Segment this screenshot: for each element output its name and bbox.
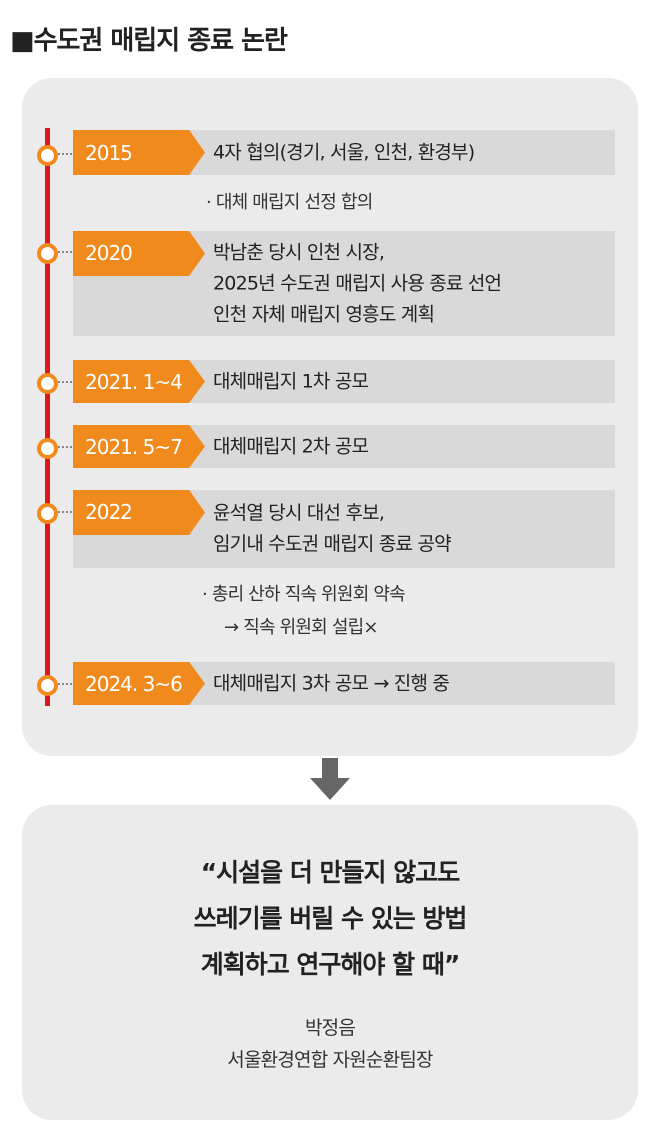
year-label: 2020 bbox=[85, 241, 133, 265]
timeline-item-2015: 2015 4자 협의(경기, 서울, 인천, 환경부) bbox=[73, 130, 615, 175]
event-line: 2025년 수도권 매립지 사용 종료 선언 bbox=[213, 272, 502, 294]
event-text: 윤석열 당시 대선 후보, 임기내 수도권 매립지 종료 공약 bbox=[213, 498, 452, 560]
event-line: 대체매립지 3차 공모 → 진행 중 bbox=[213, 672, 450, 694]
year-tag: 2020 bbox=[73, 231, 205, 276]
page-title: ■수도권 매립지 종료 논란 bbox=[10, 26, 288, 56]
year-label: 2015 bbox=[85, 140, 133, 165]
timeline-dot bbox=[37, 145, 58, 166]
year-tag: 2021. 5~7 bbox=[73, 425, 205, 468]
quote-panel bbox=[22, 805, 638, 1120]
timeline-dot bbox=[37, 373, 58, 394]
event-line: 대체매립지 2차 공모 bbox=[213, 435, 369, 457]
speaker-name: 박정음 bbox=[304, 1017, 356, 1039]
event-text: 박남춘 당시 인천 시장, 2025년 수도권 매립지 사용 종료 선언 인천 … bbox=[213, 237, 502, 330]
year-label: 2024. 3~6 bbox=[85, 671, 183, 696]
event-line: 박남춘 당시 인천 시장, bbox=[213, 241, 385, 263]
year-label: 2021. 5~7 bbox=[85, 434, 183, 459]
timeline-item-2021-5: 2021. 5~7 대체매립지 2차 공모 bbox=[73, 425, 615, 468]
timeline-dot bbox=[37, 503, 58, 524]
event-note: · 총리 산하 직속 위원회 약속 bbox=[202, 584, 406, 605]
dotted-connector bbox=[58, 683, 72, 685]
event-line: 인천 자체 매립지 영흥도 계획 bbox=[213, 303, 435, 325]
quote-line: “시설을 더 만들지 않고도 bbox=[200, 858, 461, 887]
timeline-dot bbox=[37, 438, 58, 459]
timeline-item-2022: 2022 윤석열 당시 대선 후보, 임기내 수도권 매립지 종료 공약 bbox=[73, 490, 615, 568]
year-tag: 2022 bbox=[73, 490, 205, 535]
year-tag: 2015 bbox=[73, 130, 205, 175]
timeline-item-2024: 2024. 3~6 대체매립지 3차 공모 → 진행 중 bbox=[73, 662, 615, 705]
event-text: 대체매립지 1차 공모 bbox=[213, 366, 369, 397]
speaker-role: 서울환경연합 자원순환팀장 bbox=[227, 1049, 433, 1071]
year-label: 2022 bbox=[85, 500, 133, 524]
quote-line: 계획하고 연구해야 할 때” bbox=[200, 950, 461, 979]
dotted-connector bbox=[58, 381, 72, 383]
dotted-connector bbox=[58, 153, 72, 155]
timeline-dot bbox=[37, 243, 58, 264]
arrow-down-icon bbox=[310, 758, 350, 800]
event-text: 4자 협의(경기, 서울, 인천, 환경부) bbox=[213, 137, 475, 168]
dotted-connector bbox=[58, 446, 72, 448]
event-note: → 직속 위원회 설립× bbox=[224, 617, 378, 638]
timeline-line bbox=[45, 128, 50, 706]
event-line: 임기내 수도권 매립지 종료 공약 bbox=[213, 533, 452, 555]
timeline-panel bbox=[22, 78, 638, 756]
event-line: 4자 협의(경기, 서울, 인천, 환경부) bbox=[213, 141, 475, 163]
quote-line: 쓰레기를 버릴 수 있는 방법 bbox=[193, 904, 468, 933]
event-text: 대체매립지 2차 공모 bbox=[213, 431, 369, 462]
event-text: 대체매립지 3차 공모 → 진행 중 bbox=[213, 668, 450, 699]
event-note: · 대체 매립지 선정 합의 bbox=[206, 192, 373, 213]
event-line: 윤석열 당시 대선 후보, bbox=[213, 502, 385, 524]
timeline-item-2020: 2020 박남춘 당시 인천 시장, 2025년 수도권 매립지 사용 종료 선… bbox=[73, 231, 615, 336]
timeline-dot bbox=[37, 675, 58, 696]
dotted-connector bbox=[58, 251, 72, 253]
year-tag: 2021. 1~4 bbox=[73, 360, 205, 403]
year-tag: 2024. 3~6 bbox=[73, 662, 205, 705]
year-label: 2021. 1~4 bbox=[85, 369, 183, 394]
timeline-item-2021-1: 2021. 1~4 대체매립지 1차 공모 bbox=[73, 360, 615, 403]
event-line: 대체매립지 1차 공모 bbox=[213, 370, 369, 392]
dotted-connector bbox=[58, 511, 72, 513]
